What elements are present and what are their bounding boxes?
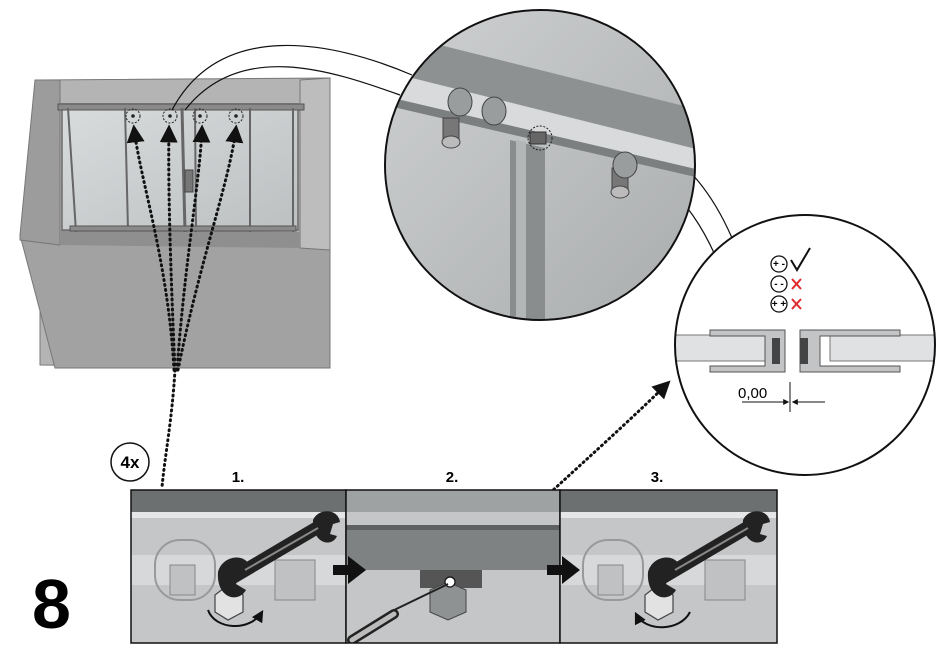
panel-label-1: 1. [232,469,245,486]
magnifier-small [670,215,940,475]
repeat-count-label: 4x [121,453,140,472]
magnifier-large [380,0,700,330]
step-number: 8 [32,565,71,643]
polarity-symbol: + - [773,259,785,270]
panel-label-3: 3. [651,469,664,486]
repeat-count-badge: 4x [111,443,149,481]
polarity-symbol: + + [772,299,787,310]
shower-enclosure [20,78,330,368]
polarity-symbol: - - [774,279,783,290]
step-panel-1 [131,490,346,643]
panel-label-2: 2. [446,469,459,486]
step-panel-2 [346,490,560,643]
gap-value: 0,00 [738,385,767,402]
step-panel-3 [560,490,777,643]
